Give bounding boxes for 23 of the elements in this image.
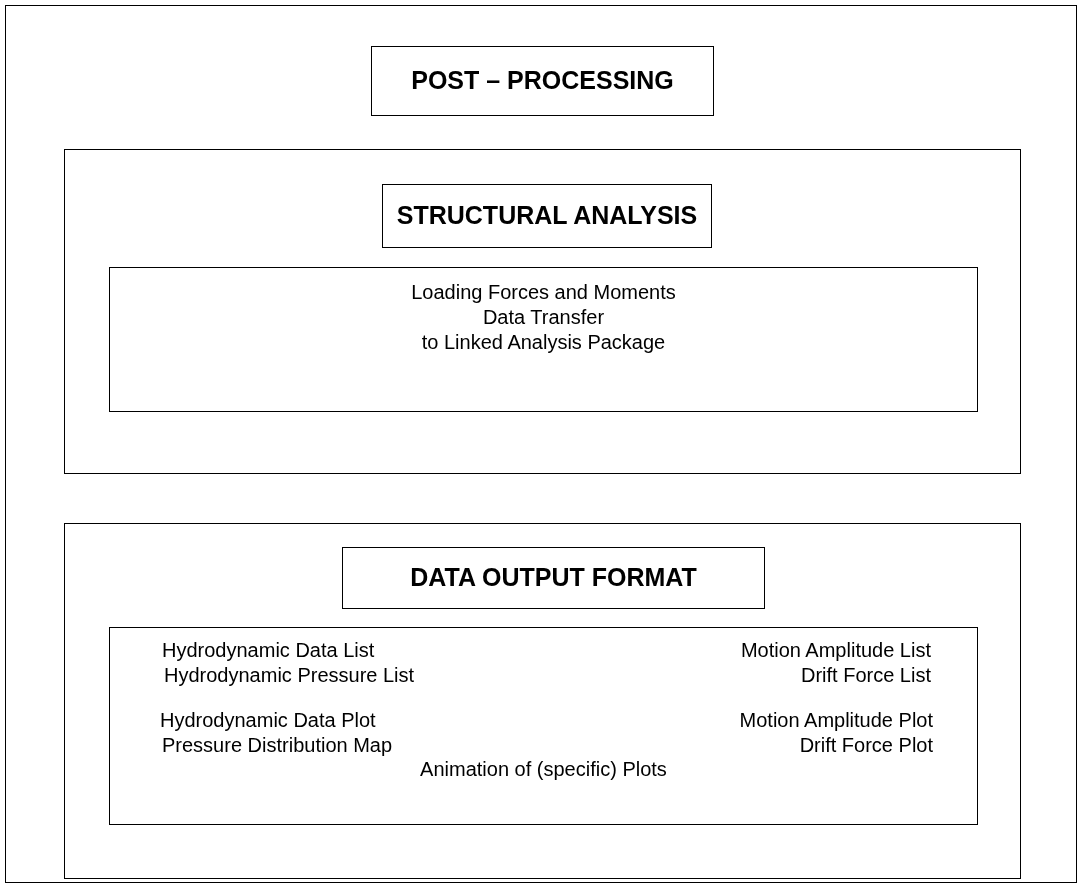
title-text: DATA OUTPUT FORMAT — [410, 562, 697, 594]
body-text: to Linked Analysis Package — [421, 330, 666, 355]
title-text: STRUCTURAL ANALYSIS — [396, 200, 698, 232]
section-frame — [64, 149, 1021, 474]
content-box — [109, 627, 978, 825]
title-box — [342, 547, 765, 609]
title-box — [382, 184, 712, 248]
list-item: Hydrodynamic Pressure List — [164, 663, 415, 687]
list-item: Motion Amplitude List — [740, 638, 931, 662]
list-item: Animation of (specific) Plots — [419, 757, 668, 781]
title-text: POST – PROCESSING — [411, 65, 674, 97]
list-item: Hydrodynamic Data Plot — [160, 708, 376, 732]
body-text: Data Transfer — [482, 305, 605, 330]
list-item: Hydrodynamic Data List — [162, 638, 375, 662]
section-frame — [64, 523, 1021, 879]
title-box — [371, 46, 714, 116]
body-text: Loading Forces and Moments — [411, 280, 676, 305]
section-frame — [5, 5, 1077, 883]
list-item: Drift Force Plot — [799, 733, 933, 757]
list-item: Motion Amplitude Plot — [739, 708, 933, 732]
list-item: Pressure Distribution Map — [162, 733, 393, 757]
content-box — [109, 267, 978, 412]
list-item: Drift Force List — [800, 663, 931, 687]
